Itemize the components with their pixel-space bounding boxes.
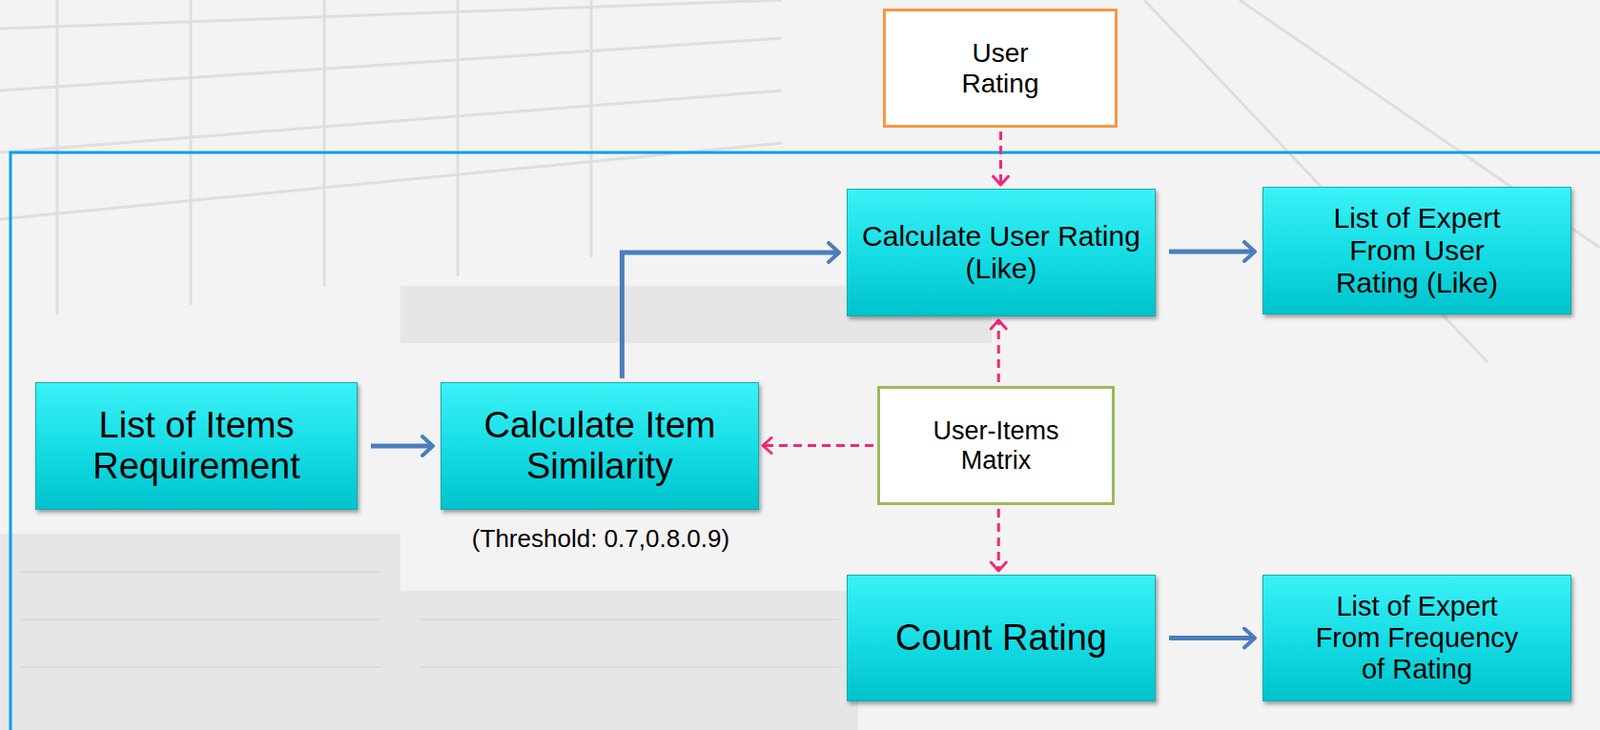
process-arrow <box>1169 249 1255 255</box>
process-box: Calculate Item Similarity <box>440 382 759 511</box>
process-arrow <box>1169 635 1255 641</box>
box-text: List of Expert From User Rating (Like) <box>1310 202 1525 300</box>
system-frame <box>10 152 1600 730</box>
process-box: List of Items Requirement <box>35 382 358 511</box>
box-text: Calculate User Rating (Like) <box>858 220 1145 286</box>
process-box: Count Rating <box>846 574 1156 702</box>
box-text: User-Items Matrix <box>910 416 1083 475</box>
process-arrow <box>621 252 840 379</box>
input-box: User Rating <box>882 8 1118 128</box>
process-box: List of Expert From User Rating (Like) <box>1262 186 1572 315</box>
process-box: Calculate User Rating (Like) <box>846 188 1156 317</box>
input-box: User-Items Matrix <box>877 386 1115 506</box>
box-text: User Rating <box>938 38 1063 99</box>
threshold-note: (Threshold: 0.7,0.8.0.9) <box>468 524 734 554</box>
process-arrow <box>370 444 433 450</box>
box-text: List of Expert From Frequency of Rating <box>1305 591 1530 685</box>
process-box: List of Expert From Frequency of Rating <box>1262 574 1572 702</box>
box-text: Calculate Item Similarity <box>451 405 748 488</box>
data-flow-arrow <box>997 320 1001 383</box>
box-text: Count Rating <box>895 617 1108 659</box>
data-flow-arrow <box>997 509 1001 572</box>
data-flow-arrow <box>999 131 1003 185</box>
box-text: List of Items Requirement <box>48 405 345 488</box>
data-flow-arrow <box>762 444 874 448</box>
